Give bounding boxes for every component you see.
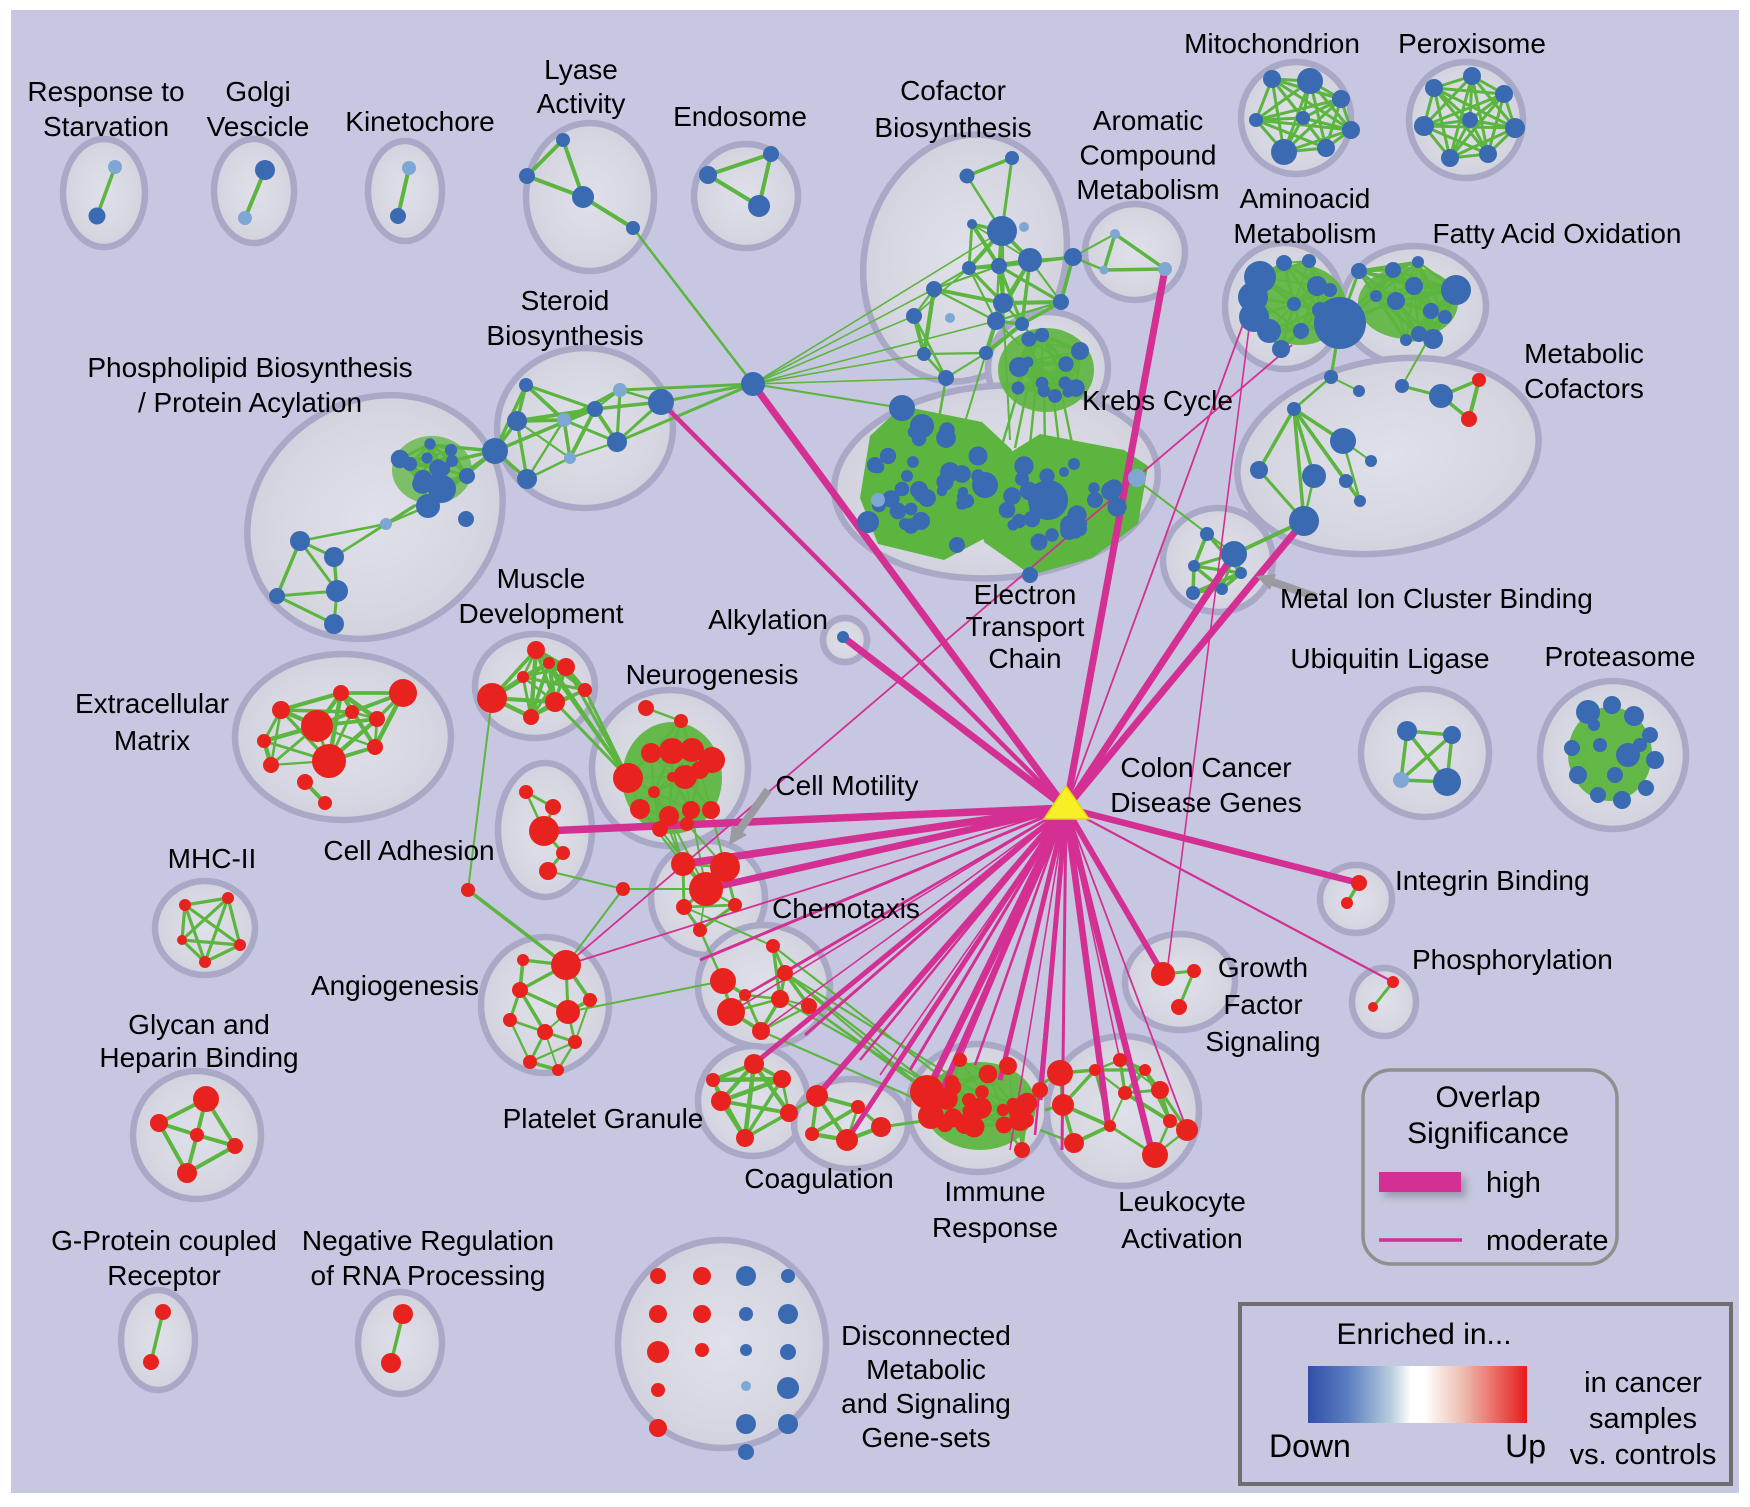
svg-text:Disconnected: Disconnected — [841, 1320, 1011, 1351]
svg-text:/ Protein Acylation: / Protein Acylation — [138, 387, 362, 418]
svg-text:Endosome: Endosome — [673, 101, 807, 132]
svg-text:Platelet Granule: Platelet Granule — [503, 1103, 704, 1134]
svg-text:high: high — [1486, 1167, 1541, 1199]
svg-text:Chain: Chain — [988, 643, 1061, 674]
svg-text:Transport: Transport — [966, 611, 1085, 642]
svg-text:Kinetochore: Kinetochore — [345, 106, 494, 137]
svg-text:Activation: Activation — [1121, 1223, 1242, 1254]
svg-text:Biosynthesis: Biosynthesis — [874, 112, 1031, 143]
svg-text:Biosynthesis: Biosynthesis — [486, 320, 643, 351]
svg-text:Metal Ion Cluster Binding: Metal Ion Cluster Binding — [1280, 583, 1593, 614]
svg-text:Disease Genes: Disease Genes — [1110, 787, 1301, 818]
svg-text:Starvation: Starvation — [43, 111, 169, 142]
svg-text:Neurogenesis: Neurogenesis — [626, 659, 799, 690]
svg-text:Metabolism: Metabolism — [1233, 218, 1376, 249]
svg-text:Chemotaxis: Chemotaxis — [772, 893, 920, 924]
svg-text:Cofactors: Cofactors — [1524, 373, 1644, 404]
svg-text:Matrix: Matrix — [114, 725, 190, 756]
svg-text:Factor: Factor — [1223, 989, 1302, 1020]
svg-text:Immune: Immune — [944, 1176, 1045, 1207]
svg-text:Alkylation: Alkylation — [708, 604, 828, 635]
svg-text:Integrin Binding: Integrin Binding — [1395, 865, 1590, 896]
svg-text:vs. controls: vs. controls — [1570, 1439, 1717, 1471]
svg-text:moderate: moderate — [1486, 1225, 1609, 1257]
svg-text:Lyase: Lyase — [544, 54, 618, 85]
svg-text:Receptor: Receptor — [107, 1260, 221, 1291]
svg-text:Fatty Acid Oxidation: Fatty Acid Oxidation — [1432, 218, 1681, 249]
svg-text:Aminoacid: Aminoacid — [1240, 183, 1371, 214]
svg-text:Leukocyte: Leukocyte — [1118, 1186, 1246, 1217]
svg-text:G-Protein coupled: G-Protein coupled — [51, 1225, 277, 1256]
svg-text:Negative Regulation: Negative Regulation — [302, 1225, 554, 1256]
svg-text:Colon Cancer: Colon Cancer — [1120, 752, 1291, 783]
svg-text:Metabolism: Metabolism — [1076, 174, 1219, 205]
svg-text:and Signaling: and Signaling — [841, 1388, 1011, 1419]
svg-text:Muscle: Muscle — [497, 563, 586, 594]
svg-text:Phosphorylation: Phosphorylation — [1412, 944, 1613, 975]
svg-text:Coagulation: Coagulation — [744, 1163, 893, 1194]
svg-text:Cell Motility: Cell Motility — [775, 770, 918, 801]
svg-text:Gene-sets: Gene-sets — [861, 1422, 990, 1453]
svg-text:Extracellular: Extracellular — [75, 688, 229, 719]
svg-text:Response to: Response to — [27, 76, 184, 107]
svg-text:Growth: Growth — [1218, 952, 1308, 983]
svg-text:Metabolic: Metabolic — [1524, 338, 1644, 369]
svg-text:Electron: Electron — [974, 579, 1077, 610]
svg-text:Development: Development — [459, 598, 624, 629]
svg-text:Mitochondrion: Mitochondrion — [1184, 28, 1360, 59]
svg-text:Activity: Activity — [537, 88, 626, 119]
svg-text:Significance: Significance — [1407, 1117, 1569, 1150]
svg-text:Golgi: Golgi — [225, 76, 290, 107]
svg-text:samples: samples — [1589, 1403, 1697, 1435]
svg-text:Vescicle: Vescicle — [207, 111, 310, 142]
svg-text:Enriched in...: Enriched in... — [1336, 1318, 1511, 1351]
svg-text:Phospholipid Biosynthesis: Phospholipid Biosynthesis — [87, 352, 412, 383]
svg-text:Steroid: Steroid — [521, 285, 610, 316]
svg-text:Proteasome: Proteasome — [1545, 641, 1696, 672]
svg-text:Aromatic: Aromatic — [1093, 105, 1203, 136]
svg-text:Overlap: Overlap — [1435, 1081, 1540, 1114]
svg-text:Response: Response — [932, 1212, 1058, 1243]
svg-text:Heparin Binding: Heparin Binding — [99, 1042, 298, 1073]
svg-text:Up: Up — [1505, 1428, 1546, 1464]
svg-text:Glycan and: Glycan and — [128, 1009, 270, 1040]
svg-text:Compound: Compound — [1080, 140, 1217, 171]
svg-text:Metabolic: Metabolic — [866, 1354, 986, 1385]
svg-text:Krebs Cycle: Krebs Cycle — [1082, 385, 1233, 416]
svg-text:Signaling: Signaling — [1205, 1026, 1320, 1057]
svg-text:in cancer: in cancer — [1584, 1367, 1702, 1399]
svg-text:Down: Down — [1269, 1428, 1351, 1464]
svg-text:Peroxisome: Peroxisome — [1398, 28, 1546, 59]
svg-text:MHC-II: MHC-II — [168, 843, 257, 874]
svg-text:Cofactor: Cofactor — [900, 75, 1006, 106]
svg-text:Angiogenesis: Angiogenesis — [311, 970, 479, 1001]
svg-text:Ubiquitin Ligase: Ubiquitin Ligase — [1290, 643, 1489, 674]
svg-text:of RNA Processing: of RNA Processing — [311, 1260, 546, 1291]
svg-text:Cell Adhesion: Cell Adhesion — [323, 835, 494, 866]
